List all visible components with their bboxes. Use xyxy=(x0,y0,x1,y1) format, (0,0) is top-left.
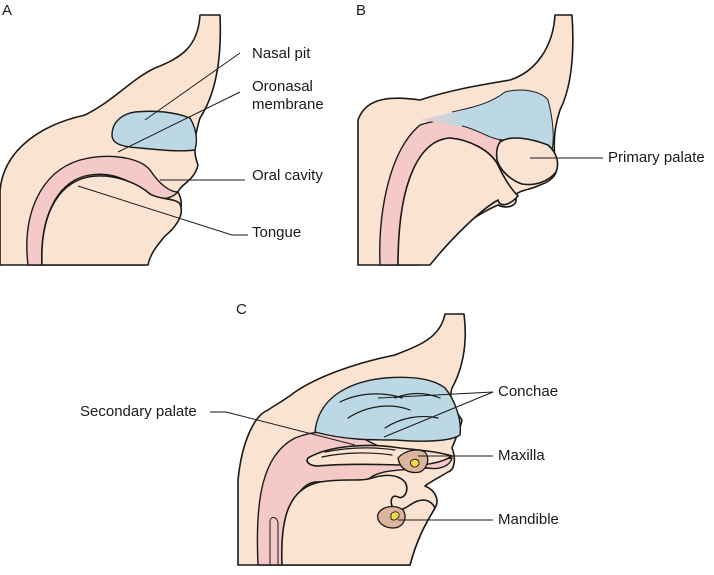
label-oral-cavity: Oral cavity xyxy=(252,167,323,184)
panel-a-letter: A xyxy=(2,2,12,19)
panel-c-lip-line xyxy=(269,517,279,565)
palate-shelf-line-1 xyxy=(324,447,396,453)
label-membrane: membrane xyxy=(252,96,324,113)
panel-c-letter: C xyxy=(236,301,247,318)
panel-c-tongue xyxy=(280,474,436,566)
label-secondary-palate: Secondary palate xyxy=(80,403,197,420)
label-tongue: Tongue xyxy=(252,224,301,241)
label-conchae: Conchae xyxy=(498,383,558,400)
concha-2 xyxy=(347,405,411,419)
leader-conchae xyxy=(383,391,494,438)
leader-conchae-2 xyxy=(377,391,494,399)
leader-nasal-pit xyxy=(144,52,241,121)
panel-b-letter: B xyxy=(356,2,366,19)
panel-a-mucosa xyxy=(26,155,179,266)
label-mandible: Mandible xyxy=(498,511,559,528)
label-maxilla: Maxilla xyxy=(498,447,545,464)
label-oronasal: Oronasal xyxy=(252,78,313,95)
palate-shelf-line-2 xyxy=(321,452,393,458)
mandible-tooth-bud xyxy=(390,511,400,521)
leader-secondary-palate xyxy=(210,411,356,446)
leader-oronasal-membrane xyxy=(117,91,241,153)
panel-a: A Nasal pit Oronasal membrane Oral cavit… xyxy=(0,2,324,266)
maxilla-tooth-bud xyxy=(409,458,420,468)
panel-a-tongue xyxy=(41,175,183,266)
label-primary-palate: Primary palate xyxy=(608,149,705,166)
concha-4 xyxy=(384,415,439,429)
panel-a-nasal-pit xyxy=(111,110,198,152)
label-nasal-pit: Nasal pit xyxy=(252,45,311,62)
panel-b: B Primary palate xyxy=(356,2,705,266)
panel-b-lower-jaw xyxy=(397,137,519,266)
panel-c: C Secondary palate Conchae xyxy=(80,301,559,566)
leader-tongue xyxy=(77,185,248,236)
panel-b-primary-palate xyxy=(495,137,559,186)
panel-b-nasal-cavity xyxy=(420,90,554,150)
panel-b-nasal-outline xyxy=(451,89,554,151)
